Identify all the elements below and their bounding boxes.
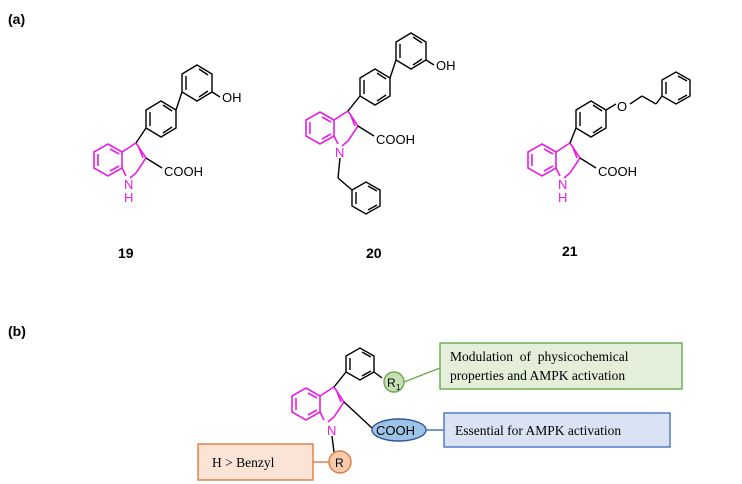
- compound-20-cooh: COOH: [376, 132, 415, 147]
- panel-b-label: (b): [8, 323, 26, 339]
- compound-19-h: H: [124, 190, 133, 205]
- compound-21-cooh: COOH: [598, 164, 637, 179]
- sar-r1-connector: [403, 367, 441, 383]
- compound-21-number: 21: [562, 243, 578, 259]
- compound-20-biphenyl: [337, 32, 435, 215]
- sar-phenyl: [331, 347, 383, 453]
- compound-19-n: N: [124, 177, 133, 192]
- sar-cooh: COOH: [376, 423, 415, 438]
- compound-20-n: N: [335, 145, 344, 160]
- compound-19-indole: [93, 141, 147, 179]
- sar-blue-box: [443, 412, 671, 448]
- sar-scaffold: [291, 347, 383, 453]
- compound-21-benzyloxyphenyl: [569, 71, 691, 169]
- sar-green-box: [439, 342, 683, 390]
- panel-a-label: (a): [8, 11, 25, 27]
- sar-r1: R: [387, 376, 396, 390]
- sar-green-box-line-1: Modulation of physicochemical: [450, 349, 629, 364]
- compound-21-h: H: [558, 190, 567, 205]
- sar-green-box-line-2: properties and AMPK activation: [450, 368, 625, 383]
- compound-20-oh: OH: [436, 58, 456, 73]
- compound-21-indole: [527, 141, 581, 179]
- compound-19-structure: OH COOH N H: [93, 64, 242, 205]
- compound-20-structure: OH COOH N: [305, 32, 456, 215]
- compound-21-structure: O COOH N H: [527, 71, 691, 205]
- sar-r1-subscript: 1: [396, 383, 401, 392]
- compound-21-o: O: [617, 99, 627, 114]
- compound-19-biphenyl: [135, 64, 221, 169]
- sar-orange-box-text: H > Benzyl: [212, 455, 275, 470]
- sar-n: N: [327, 423, 336, 438]
- sar-blue-box-text: Essential for AMPK activation: [455, 423, 621, 438]
- compound-19-cooh: COOH: [164, 164, 203, 179]
- compound-21-n: N: [558, 177, 567, 192]
- compound-20-number: 20: [366, 245, 382, 261]
- sar-indole: [291, 385, 345, 423]
- compound-20-indole: [305, 109, 359, 147]
- compound-19-number: 19: [118, 245, 134, 261]
- compound-19-oh: OH: [222, 90, 242, 105]
- sar-orange-box: [197, 443, 314, 481]
- sar-r: R: [335, 456, 344, 470]
